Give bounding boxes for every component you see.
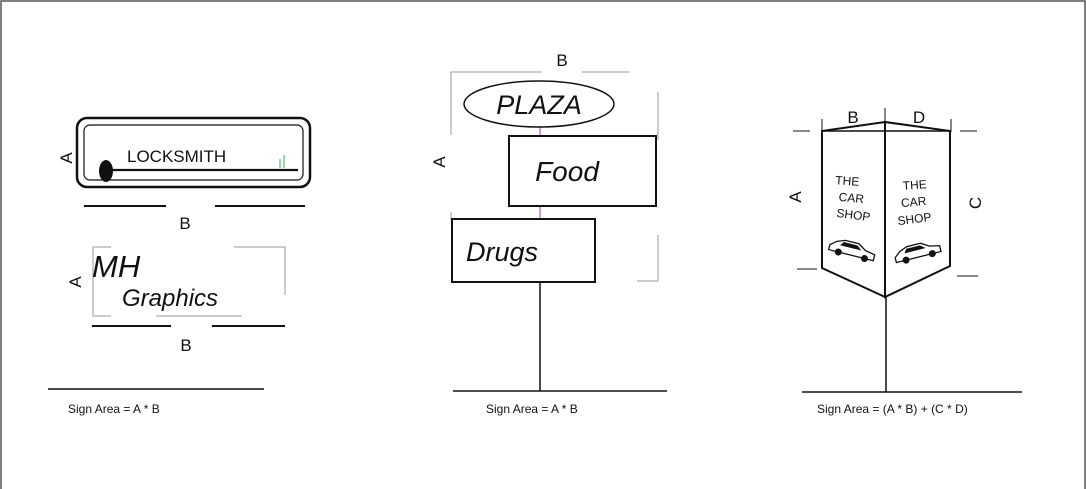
car-right-line3: SHOP	[897, 210, 932, 228]
locksmith-sign-inner	[83, 124, 304, 181]
plaza-caption: Sign Area = A * B	[486, 402, 578, 416]
car-right-line2: CAR	[900, 194, 927, 210]
locksmith-sign-text: LOCKSMITH	[127, 147, 226, 166]
car-shop-v-sign-diagram: THE CAR SHOP THE CAR SHOP B D A C Sign A…	[786, 108, 1022, 416]
car-left-line1: THE	[835, 173, 860, 189]
food-text: Food	[535, 156, 600, 187]
drugs-panel	[451, 218, 596, 283]
plaza-pole-sign-diagram: PLAZA Food Drugs A B Sign Area = A * B	[430, 51, 667, 416]
car-dim-b: B	[847, 108, 858, 127]
car-caption: Sign Area = (A * B) + (C * D)	[817, 402, 968, 416]
car-right-line1: THE	[902, 177, 927, 193]
car-icon	[894, 242, 942, 264]
locksmith-sign-diagram: LOCKSMITH A B	[57, 116, 312, 233]
locksmith-dim-a: A	[57, 152, 76, 164]
plaza-dim-b: B	[556, 51, 567, 70]
car-dim-a: A	[786, 191, 805, 203]
mh-dim-b: B	[180, 336, 191, 355]
locksmith-dim-b: B	[179, 214, 190, 233]
mh-guide-left	[92, 246, 111, 317]
plaza-guide-top-left	[450, 71, 542, 135]
plaza-dim-a: A	[430, 156, 449, 168]
mh-line1: MH	[92, 249, 141, 284]
mh-graphics-diagram: MH Graphics A B Sign Area = A * B	[48, 246, 286, 416]
car-dim-c: C	[966, 197, 985, 209]
plaza-guide-right-low	[637, 235, 659, 282]
car-icon	[827, 239, 876, 263]
mh-dim-a: A	[66, 276, 85, 288]
plaza-oval	[463, 80, 615, 128]
mh-line2: Graphics	[122, 285, 218, 312]
plaza-text: PLAZA	[496, 90, 582, 120]
locksmith-sign-outer	[75, 116, 312, 189]
drugs-text: Drugs	[466, 237, 538, 267]
mh-caption: Sign Area = A * B	[68, 402, 160, 416]
car-left-line3: SHOP	[836, 206, 871, 224]
locksmith-key-head	[99, 160, 113, 182]
car-left-line2: CAR	[838, 190, 865, 206]
car-face-right	[884, 120, 951, 299]
mh-guide-right	[234, 246, 286, 295]
car-dim-d: D	[913, 108, 925, 127]
food-panel	[508, 135, 657, 207]
